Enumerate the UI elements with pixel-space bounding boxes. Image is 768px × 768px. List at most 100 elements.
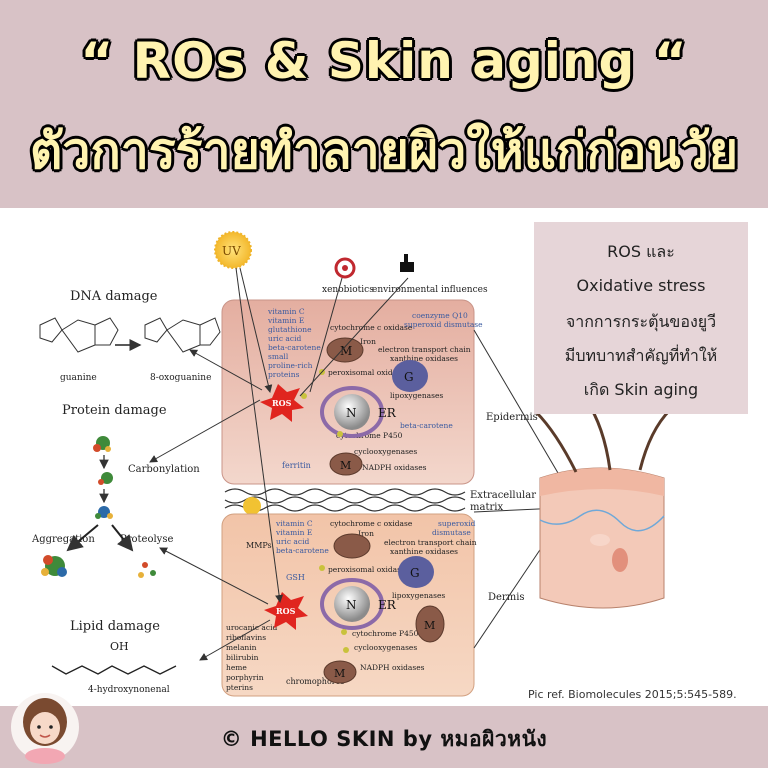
factory-icon bbox=[400, 254, 414, 272]
svg-text:beta-carotene: beta-carotene bbox=[268, 343, 321, 352]
svg-text:Iron: Iron bbox=[358, 529, 374, 538]
xenobiotics-label: xenobiotics bbox=[322, 285, 374, 295]
svg-text:G: G bbox=[410, 566, 420, 580]
svg-text:glutathione: glutathione bbox=[268, 325, 312, 334]
guanine-label: guanine bbox=[60, 373, 97, 383]
svg-text:peroxisomal oxidases: peroxisomal oxidases bbox=[328, 565, 409, 574]
footer-credit: © HELLO SKIN by หมอผิวหนัง bbox=[220, 727, 548, 751]
top-antioxidant-list: vitamin C vitamin E glutathione uric aci… bbox=[267, 307, 321, 379]
svg-text:ROS: ROS bbox=[276, 606, 296, 616]
ros-note-box: ROS และ Oxidative stress จากการกระตุ้นขอ… bbox=[534, 222, 748, 414]
svg-text:xanthine oxidases: xanthine oxidases bbox=[390, 547, 458, 556]
svg-text:bilirubin: bilirubin bbox=[226, 653, 259, 662]
bottom-right-list: superoxid dismutase bbox=[432, 519, 476, 537]
note-line-1: ROS และ bbox=[607, 242, 675, 261]
svg-text:NADPH oxidases: NADPH oxidases bbox=[360, 663, 425, 672]
footer-banner bbox=[0, 706, 768, 768]
extracellular-matrix-fibers bbox=[224, 488, 466, 512]
mitochondrion-icon-5 bbox=[323, 660, 357, 684]
note-line-2: Oxidative stress bbox=[576, 276, 706, 295]
environmental-label: environmental influences bbox=[372, 285, 488, 295]
svg-text:superoxid: superoxid bbox=[438, 519, 476, 528]
svg-text:peroxisomal oxidases: peroxisomal oxidases bbox=[328, 368, 409, 377]
dna-damage-label: DNA damage bbox=[70, 289, 158, 304]
svg-text:cytochrome c oxidase: cytochrome c oxidase bbox=[330, 323, 413, 332]
svg-text:cytochrome c oxidase: cytochrome c oxidase bbox=[330, 519, 413, 528]
svg-text:xanthine oxidases: xanthine oxidases bbox=[390, 354, 458, 363]
nucleus-icon-2 bbox=[334, 586, 370, 622]
ros-burst-bottom bbox=[264, 592, 308, 630]
svg-text:cyclooxygenases: cyclooxygenases bbox=[354, 643, 417, 652]
svg-text:ROS: ROS bbox=[272, 398, 292, 408]
svg-text:N: N bbox=[346, 598, 357, 612]
protein-cluster-icon bbox=[41, 436, 156, 578]
title-banner bbox=[0, 0, 768, 208]
svg-text:porphyrin: porphyrin bbox=[226, 673, 264, 682]
svg-text:cyclooxygenases: cyclooxygenases bbox=[354, 447, 417, 456]
svg-text:heme: heme bbox=[226, 663, 247, 672]
er-icon-2 bbox=[320, 578, 384, 630]
svg-text:riboflavins: riboflavins bbox=[226, 633, 266, 642]
svg-text:proline-rich: proline-rich bbox=[268, 361, 313, 370]
svg-text:ER: ER bbox=[378, 598, 397, 612]
bottom-enzyme-list: cytochrome c oxidase Iron electron trans… bbox=[328, 519, 477, 672]
title-line-2: ตัวการร้ายทำลายผิวให้แก่ก่อนวัย bbox=[29, 122, 739, 180]
oxoguanine-structure bbox=[144, 317, 221, 353]
golgi-icon-2 bbox=[398, 556, 434, 588]
bottom-antioxidant-list: vitamin C vitamin E uric acid beta-carot… bbox=[275, 519, 329, 555]
svg-text:pterins: pterins bbox=[226, 683, 253, 692]
er-icon bbox=[320, 386, 384, 438]
mmps-label: MMPs bbox=[246, 541, 272, 550]
ecm-label-1: Extracellular bbox=[470, 490, 536, 501]
mitochondrion-icon-2 bbox=[329, 452, 363, 476]
ros-diagram: DNA damage guanine 8-oxoguanine Protein … bbox=[31, 231, 672, 697]
uv-sun-icon bbox=[214, 231, 252, 269]
chromophores-label: chromophores bbox=[286, 677, 344, 686]
epidermis-cell-panel bbox=[221, 299, 475, 485]
note-line-3: จากการกระตุ้นของยูวี bbox=[565, 312, 717, 331]
svg-text:vitamin C: vitamin C bbox=[275, 519, 313, 528]
epidermis-label: Epidermis bbox=[486, 412, 538, 423]
svg-text:proteins: proteins bbox=[268, 370, 300, 379]
hne-oh-label: OH bbox=[110, 640, 129, 653]
top-enzyme-list: cytochrome c oxidase Iron electron trans… bbox=[328, 323, 471, 472]
title-line-1: “ ROs & Skin aging “ bbox=[80, 32, 688, 90]
svg-text:superoxid dismutase: superoxid dismutase bbox=[404, 320, 483, 329]
svg-text:vitamin E: vitamin E bbox=[267, 316, 304, 325]
mmp-pacman-icon bbox=[243, 497, 261, 515]
mitochondrion-icon-3 bbox=[333, 533, 371, 559]
biohazard-icon bbox=[334, 257, 356, 279]
hne-structure bbox=[51, 665, 177, 675]
proteolyse-label: Proteolyse bbox=[120, 534, 173, 545]
ros-burst-top bbox=[260, 384, 304, 422]
protein-damage-label: Protein damage bbox=[62, 403, 167, 418]
avatar bbox=[11, 693, 79, 764]
svg-text:NADPH oxidases: NADPH oxidases bbox=[362, 463, 427, 472]
dermis-label: Dermis bbox=[488, 592, 525, 603]
guanine-structure bbox=[39, 317, 119, 353]
svg-text:electron transport chain: electron transport chain bbox=[384, 538, 477, 547]
svg-text:melanin: melanin bbox=[226, 643, 257, 652]
oxoguanine-label: 8-oxoguanine bbox=[150, 373, 211, 383]
ferritin-label: ferritin bbox=[282, 461, 311, 470]
note-line-4: มีบทบาทสำคัญที่ทำให้ bbox=[564, 346, 718, 365]
golgi-icon bbox=[392, 360, 428, 392]
svg-text:coenzyme Q10: coenzyme Q10 bbox=[412, 311, 468, 320]
svg-text:N: N bbox=[346, 406, 357, 420]
svg-text:M: M bbox=[334, 667, 345, 680]
svg-text:small: small bbox=[268, 352, 289, 361]
note-line-5: เกิด Skin aging bbox=[583, 380, 699, 399]
svg-text:M: M bbox=[424, 619, 435, 632]
lipid-damage-label: Lipid damage bbox=[70, 619, 160, 634]
bottom-chromophore-list: urocanic acid riboflavins melanin biliru… bbox=[226, 623, 277, 692]
svg-text:beta-carotene: beta-carotene bbox=[276, 546, 329, 555]
mitochondrion-icon-4 bbox=[415, 605, 445, 643]
svg-text:uric acid: uric acid bbox=[276, 537, 309, 546]
skin-cross-section-icon bbox=[534, 399, 672, 609]
svg-text:dismutase: dismutase bbox=[432, 528, 471, 537]
oxidase-dots-2 bbox=[319, 565, 349, 653]
svg-text:Iron: Iron bbox=[360, 337, 376, 346]
svg-text:cytochrome P450: cytochrome P450 bbox=[336, 431, 403, 440]
svg-text:M: M bbox=[340, 459, 351, 472]
carbonylation-label: Carbonylation bbox=[128, 464, 200, 475]
